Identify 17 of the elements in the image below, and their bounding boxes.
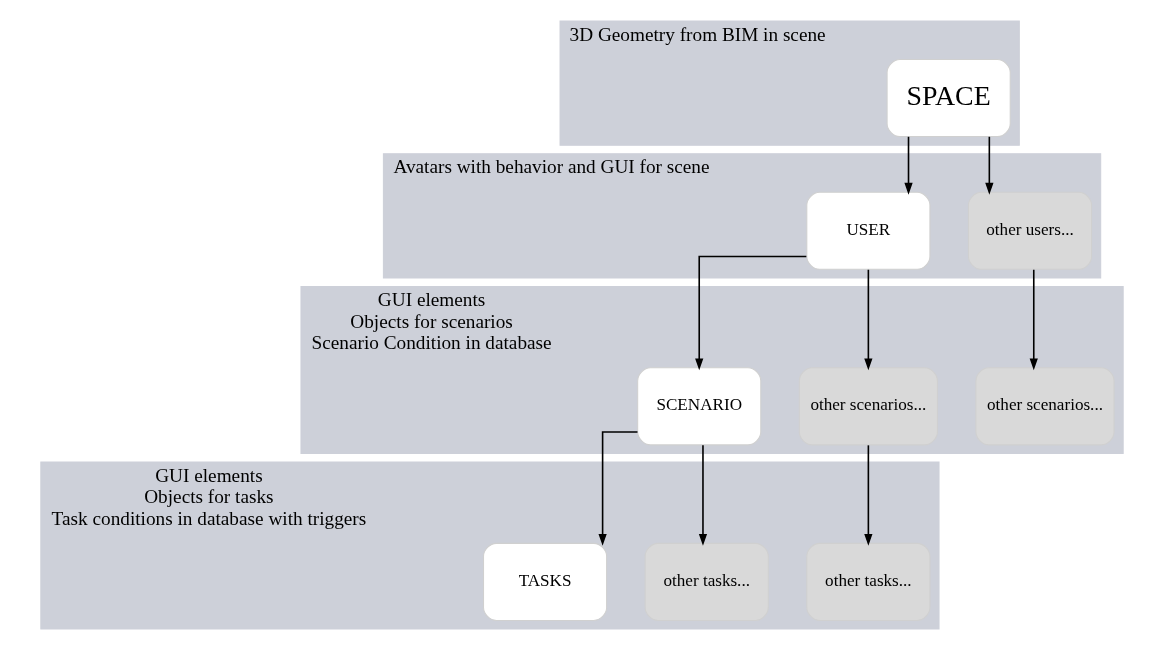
arrow	[1029, 268, 1038, 371]
node-box: TASKS	[482, 542, 608, 621]
node-box: other tasks...	[644, 542, 769, 621]
node-box: other scenarios...	[975, 367, 1115, 446]
arrow	[904, 136, 913, 195]
arrow	[985, 136, 994, 195]
arrow	[695, 255, 808, 371]
arrow	[598, 431, 639, 546]
node-box: SCENARIO	[637, 367, 762, 446]
arrow	[698, 444, 708, 546]
node-box: USER	[806, 191, 931, 270]
node-box: other tasks...	[806, 542, 931, 621]
node-box: other scenarios...	[798, 367, 938, 446]
arrow	[864, 268, 873, 371]
node-box: SPACE	[886, 58, 1011, 138]
arrow	[864, 444, 873, 546]
node-box: other users...	[967, 191, 1093, 270]
